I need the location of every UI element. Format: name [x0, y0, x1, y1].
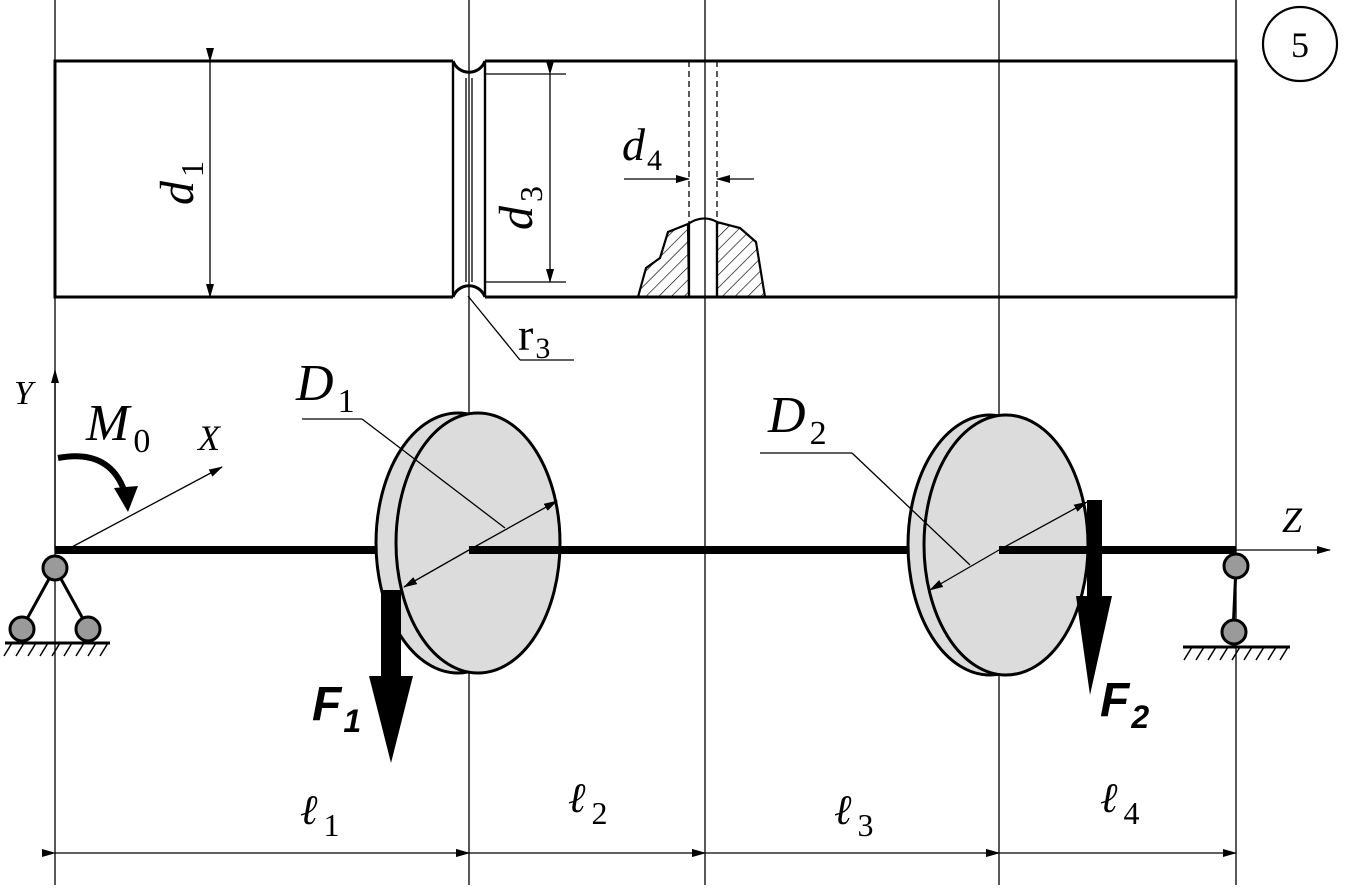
- pin-support-left: [3, 554, 110, 657]
- r3-leader: r3: [467, 295, 574, 365]
- d1-dimension: d1: [151, 48, 214, 298]
- force-f2: F2: [1076, 500, 1149, 735]
- d3-dimension: d3: [485, 61, 566, 283]
- f2-label: F2: [1100, 674, 1149, 735]
- r3-label: r3: [518, 309, 550, 365]
- d1-label: d1: [151, 161, 210, 205]
- construction-lines: [54, 0, 1237, 885]
- f1-label: F1: [312, 678, 361, 739]
- cross-hole-d4: d4: [622, 61, 767, 299]
- figure-number-badge: 5: [1261, 5, 1339, 83]
- figure-number: 5: [1291, 25, 1309, 65]
- axis-x-label: X: [196, 418, 222, 458]
- force-f1: F1: [312, 590, 413, 763]
- roller-support-right: [1183, 552, 1290, 661]
- d3-label: d3: [490, 186, 549, 230]
- shaft-outline: [53, 59, 1238, 299]
- coordinate-axes: Y X Z: [14, 369, 1331, 554]
- axis-y-label: Y: [14, 375, 36, 412]
- axis-z-label: Z: [1282, 500, 1303, 540]
- d4-label: d4: [622, 119, 662, 177]
